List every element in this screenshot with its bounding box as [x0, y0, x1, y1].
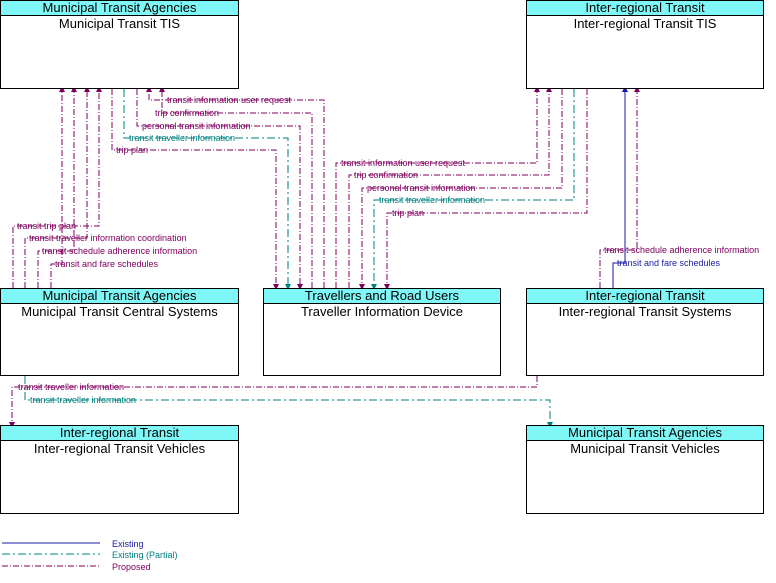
box-municipal-transit-tis[interactable]: Municipal Transit Agencies Municipal Tra…	[0, 0, 239, 89]
flow-label: transit traveller information	[18, 382, 124, 392]
box-municipal-transit-central-systems[interactable]: Municipal Transit Agencies Municipal Tra…	[0, 288, 239, 376]
element-name: Inter-regional Transit Systems	[558, 304, 732, 319]
stakeholder-label: Municipal Transit Agencies	[527, 426, 763, 441]
flow-label: transit information user request	[167, 95, 292, 105]
flow-label: transit information user request	[341, 158, 466, 168]
stakeholder-label: Inter-regional Transit	[527, 1, 763, 16]
flow-mt-user-request	[146, 86, 325, 288]
flow-label: personal transit information	[367, 183, 476, 193]
box-interregional-transit-systems[interactable]: Inter-regional Transit Inter-regional Tr…	[526, 288, 764, 376]
flow-mc-coordination	[24, 86, 90, 288]
flow-label: personal transit information	[142, 121, 251, 131]
element-name: Traveller Information Device	[300, 304, 464, 319]
flow-ir-trip-confirmation	[348, 86, 552, 288]
box-traveller-information-device[interactable]: Travellers and Road Users Traveller Info…	[263, 288, 501, 376]
flow-ir-traveller-info	[371, 89, 575, 290]
element-name: Municipal Transit Vehicles	[570, 441, 720, 456]
flow-mt-trip-plan	[111, 89, 279, 290]
stakeholder-label: Travellers and Road Users	[264, 289, 500, 304]
stakeholder-label: Municipal Transit Agencies	[1, 1, 238, 16]
box-interregional-transit-vehicles[interactable]: Inter-regional Transit Inter-regional Tr…	[0, 425, 239, 514]
box-interregional-transit-tis[interactable]: Inter-regional Transit Inter-regional Tr…	[526, 0, 764, 89]
legend-proposed-label: Proposed	[112, 562, 151, 572]
legend: Existing Existing (Partial) Proposed	[2, 539, 178, 572]
flow-label: trip confirmation	[354, 170, 418, 180]
box-municipal-transit-vehicles[interactable]: Municipal Transit Agencies Municipal Tra…	[526, 425, 764, 514]
flow-ir-user-request	[335, 86, 540, 288]
flow-label: trip confirmation	[155, 108, 219, 118]
flow-label: trip plan	[116, 145, 148, 155]
element-name: Municipal Transit TIS	[58, 16, 181, 31]
flow-mt-traveller-info	[123, 89, 291, 290]
flow-is-fare-schedules	[612, 86, 628, 288]
flow-mc-schedule-adherence	[37, 86, 77, 288]
element-name: Inter-regional Transit Vehicles	[33, 441, 206, 456]
flow-label: transit and fare schedules	[55, 259, 159, 269]
stakeholder-label: Municipal Transit Agencies	[1, 289, 238, 304]
flow-label: transit traveller information	[129, 133, 235, 143]
flow-is-schedule-adherence	[599, 86, 640, 288]
flow-mt-personal-info	[136, 89, 303, 290]
stakeholder-label: Inter-regional Transit	[527, 289, 763, 304]
flow-veh-traveller-info-1	[9, 376, 538, 428]
flow-mc-trip-plan	[12, 86, 102, 288]
flow-mt-trip-confirmation	[159, 86, 313, 288]
flow-label: trip plan	[392, 208, 424, 218]
flow-label: transit traveller information coordinati…	[29, 233, 187, 243]
flow-label: transit traveller information	[30, 395, 136, 405]
flow-label: transit traveller information	[379, 195, 485, 205]
flow-label: transit schedule adherence information	[604, 245, 759, 255]
legend-existing-label: Existing	[112, 539, 144, 549]
flow-label: transit trip plan	[17, 221, 76, 231]
legend-partial-label: Existing (Partial)	[112, 550, 178, 560]
stakeholder-label: Inter-regional Transit	[1, 426, 238, 441]
flow-ir-trip-plan	[384, 89, 588, 290]
flow-label: transit and fare schedules	[617, 258, 721, 268]
flow-label: transit schedule adherence information	[42, 246, 197, 256]
flow-veh-traveller-info-2	[24, 376, 553, 428]
flow-mc-fare-schedules	[50, 86, 65, 288]
element-name: Municipal Transit Central Systems	[21, 304, 218, 319]
flow-ir-personal-info	[359, 89, 563, 290]
element-name: Inter-regional Transit TIS	[573, 16, 717, 31]
